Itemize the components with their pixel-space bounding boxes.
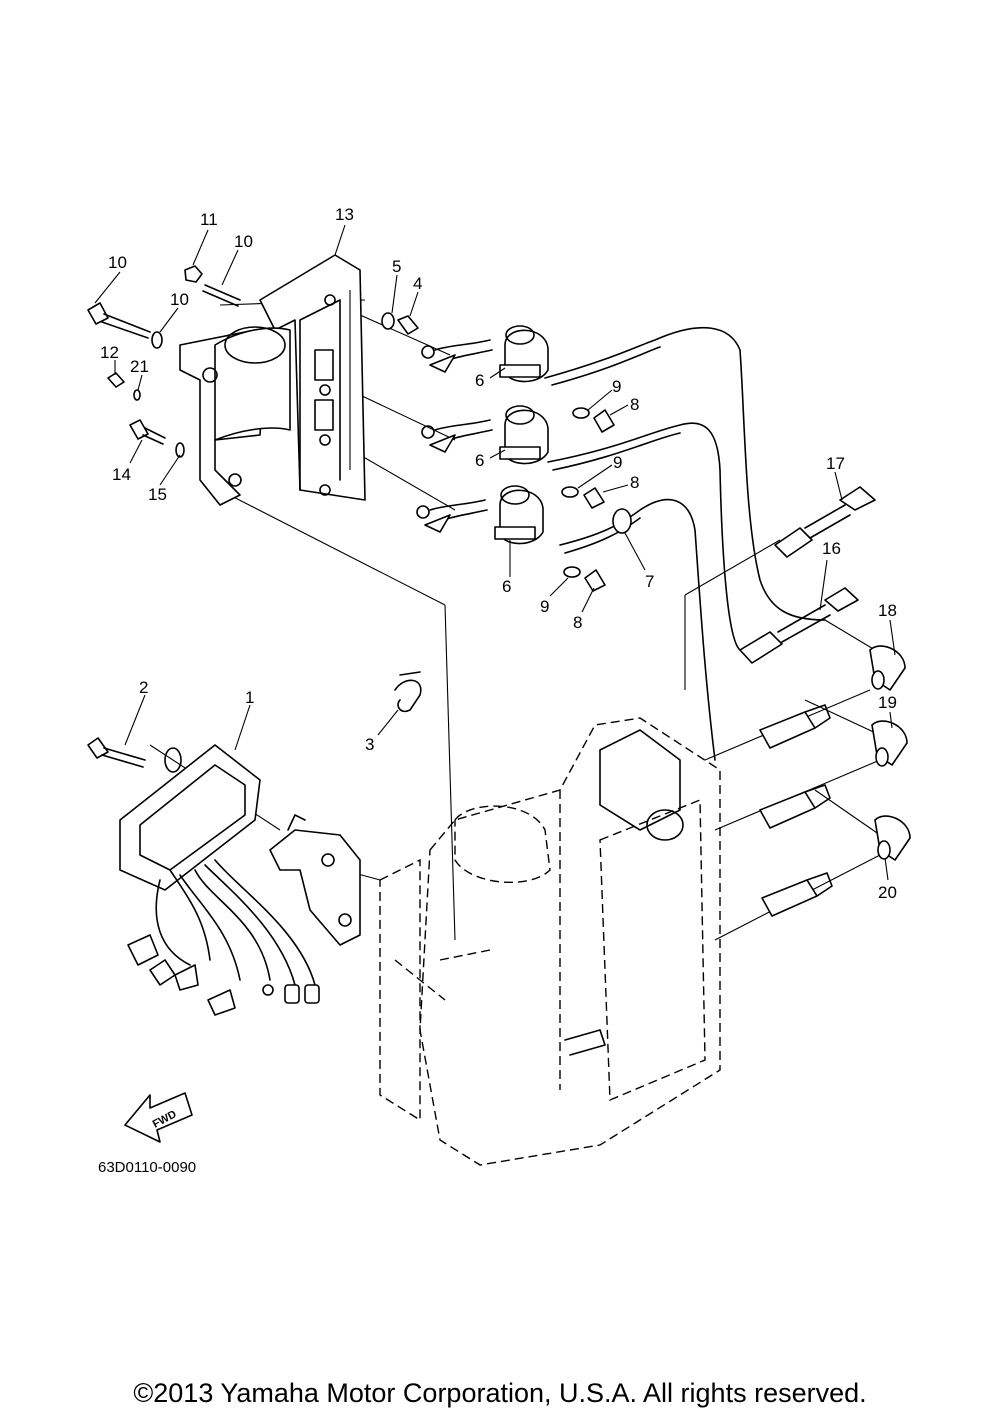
fasteners-top-left bbox=[87, 265, 419, 458]
callout-3: 3 bbox=[365, 735, 374, 754]
callout-1: 1 bbox=[245, 688, 254, 707]
callout-16: 10 bbox=[108, 253, 127, 272]
callout-21: 21 bbox=[130, 357, 149, 376]
callout-10a: 18 bbox=[878, 601, 897, 620]
lead-11-boot bbox=[739, 631, 783, 664]
lead-12-boot bbox=[774, 527, 813, 558]
clamp-3 bbox=[394, 671, 422, 713]
clamp-bracket bbox=[179, 326, 291, 506]
ignition-coils-6 bbox=[416, 325, 549, 545]
washer-21 bbox=[133, 389, 141, 401]
bolt-8c bbox=[584, 569, 606, 592]
callout-13: 13 bbox=[335, 205, 354, 224]
callout-10c: 20 bbox=[878, 883, 897, 902]
callout-8b: 8 bbox=[630, 473, 639, 492]
spark-leads bbox=[739, 486, 876, 664]
callout-numbers: 11 10 13 10 5 4 10 12 21 6 9 8 14 15 6 9… bbox=[100, 205, 897, 902]
callout-17: 10 bbox=[170, 290, 189, 309]
callout-12: 17 bbox=[826, 454, 845, 473]
callout-6b: 6 bbox=[475, 451, 484, 470]
screw-4 bbox=[397, 315, 419, 335]
bolt-16-head bbox=[87, 302, 109, 325]
engine-block bbox=[379, 717, 721, 1166]
cdi-harness bbox=[127, 859, 320, 1016]
spark-plugs bbox=[759, 704, 833, 917]
callout-4: 4 bbox=[413, 274, 422, 293]
callout-8c: 8 bbox=[573, 613, 582, 632]
callout-18: 10 bbox=[234, 232, 253, 251]
grommet-7 bbox=[612, 508, 632, 534]
fwd-arrow-icon: FWD bbox=[124, 1092, 193, 1143]
bolt-8b bbox=[583, 487, 605, 509]
callout-9c: 9 bbox=[540, 597, 549, 616]
washer-15 bbox=[175, 442, 185, 458]
washer-5 bbox=[381, 312, 395, 330]
pulser-bracket bbox=[269, 814, 361, 946]
callout-8a: 8 bbox=[630, 395, 639, 414]
callout-19: 11 bbox=[200, 210, 218, 229]
washer-17 bbox=[151, 331, 163, 349]
callout-9a: 9 bbox=[612, 377, 621, 396]
washer-9c bbox=[563, 566, 581, 578]
washer-9b bbox=[561, 486, 579, 498]
plug-caps-10 bbox=[869, 645, 911, 861]
callout-11: 16 bbox=[822, 539, 841, 558]
bolt-8a bbox=[593, 409, 615, 433]
callout-7: 7 bbox=[645, 572, 654, 591]
callout-leaders bbox=[94, 224, 896, 881]
callout-10b: 19 bbox=[878, 693, 897, 712]
nut-19 bbox=[184, 265, 203, 283]
callout-15: 15 bbox=[148, 485, 167, 504]
coil-fasteners bbox=[561, 407, 632, 592]
callout-9b: 9 bbox=[613, 453, 622, 472]
bolt-2 bbox=[87, 737, 146, 768]
callout-6c: 6 bbox=[502, 577, 511, 596]
screw-20 bbox=[107, 372, 125, 388]
callout-20: 12 bbox=[100, 343, 119, 362]
diagram-code: 63D0110-0090 bbox=[98, 1159, 196, 1176]
callout-6a: 6 bbox=[475, 371, 484, 390]
copyright-notice: ©2013 Yamaha Motor Corporation, U.S.A. A… bbox=[133, 1378, 867, 1408]
callout-5: 5 bbox=[392, 257, 401, 276]
cdi-unit-1 bbox=[119, 744, 261, 891]
callout-2: 2 bbox=[139, 678, 148, 697]
washer-9a bbox=[572, 407, 590, 419]
bolt-14-head bbox=[129, 419, 149, 440]
callout-14: 14 bbox=[112, 465, 131, 484]
